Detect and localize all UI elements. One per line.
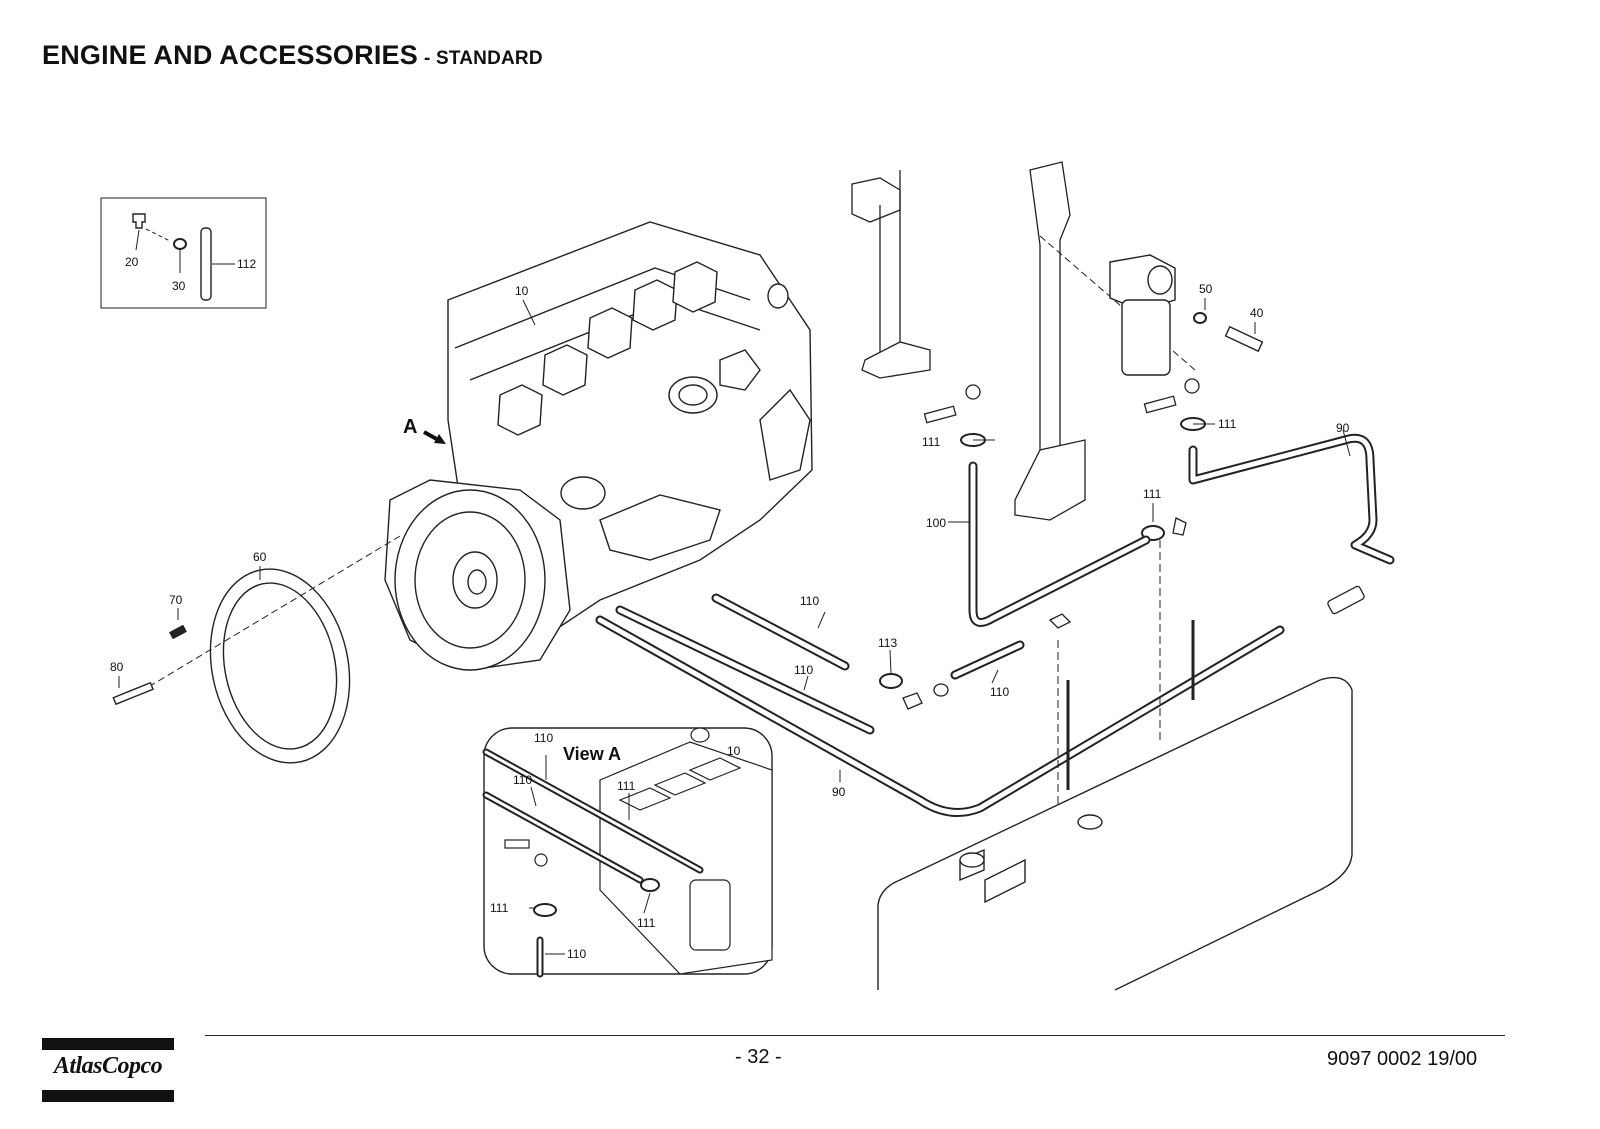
callout-111-a: 111 (922, 435, 941, 449)
callout-70: 70 (169, 593, 183, 607)
callout-111-c: 111 (1143, 487, 1162, 501)
logo-bar-top (42, 1038, 174, 1050)
view-a-arrow: A (403, 416, 446, 444)
inset-callout-111-a: 111 (617, 779, 636, 793)
inset-callout-10: 10 (727, 744, 741, 758)
atlas-copco-logo: AtlasCopco (42, 1038, 174, 1102)
callout-80: 80 (110, 660, 124, 674)
callout-112: 112 (237, 257, 256, 271)
sleeve-icon (200, 227, 212, 301)
callout-50: 50 (1199, 282, 1213, 296)
callout-110-c: 110 (990, 685, 1009, 699)
callout-30: 30 (172, 279, 186, 293)
inline-filter (1327, 585, 1365, 615)
callout-40: 40 (1250, 306, 1264, 320)
hose-inner (597, 435, 1393, 815)
small-parts-box: 20 30 112 (100, 197, 267, 309)
fuel-tank (877, 676, 1353, 991)
page-title: ENGINE AND ACCESSORIES- STANDARD (42, 40, 543, 71)
callout-90-b: 90 (832, 785, 846, 799)
callout-113: 113 (878, 636, 897, 650)
logo-wordmark: AtlasCopco (53, 1053, 163, 1079)
view-arrow-label: A (403, 416, 417, 438)
page-subtitle: - STANDARD (423, 48, 543, 69)
callout-90-a: 90 (1336, 421, 1350, 435)
plug-screw-icon (132, 213, 146, 229)
bolt-70-icon (169, 624, 187, 640)
flange-ring (209, 568, 351, 764)
callout-110-a: 110 (800, 594, 819, 608)
inset-callout-110-c: 110 (567, 947, 586, 961)
logo-bar-bottom (42, 1090, 174, 1102)
frame-brackets (851, 161, 1086, 521)
document-number: 9097 0002 19/00 (1327, 1048, 1478, 1070)
callout-100: 100 (926, 516, 946, 530)
inset-callout-110-b: 110 (513, 773, 532, 787)
callout-111-b: 111 (1218, 417, 1237, 431)
inset-callout-110-a: 110 (534, 731, 553, 745)
inset-callout-111-b: 111 (490, 901, 509, 915)
fittings (879, 378, 1206, 710)
callout-110-b: 110 (794, 663, 813, 677)
engine-illustration (384, 221, 813, 671)
fuel-filter (1109, 254, 1264, 376)
inset-title: View A (563, 744, 621, 764)
bolt-80-icon (112, 681, 154, 706)
inset-callout-111-c: 111 (637, 916, 656, 930)
callout-60: 60 (253, 550, 267, 564)
page-title-main: ENGINE AND ACCESSORIES (42, 40, 418, 70)
footer-divider (205, 1035, 1505, 1036)
washer-icon (173, 238, 187, 250)
page-number: - 32 - (735, 1046, 782, 1068)
callout-10: 10 (515, 284, 529, 298)
callout-20: 20 (125, 255, 139, 269)
view-a-inset: View A 110 110 10 111 111 111 110 (482, 727, 773, 978)
